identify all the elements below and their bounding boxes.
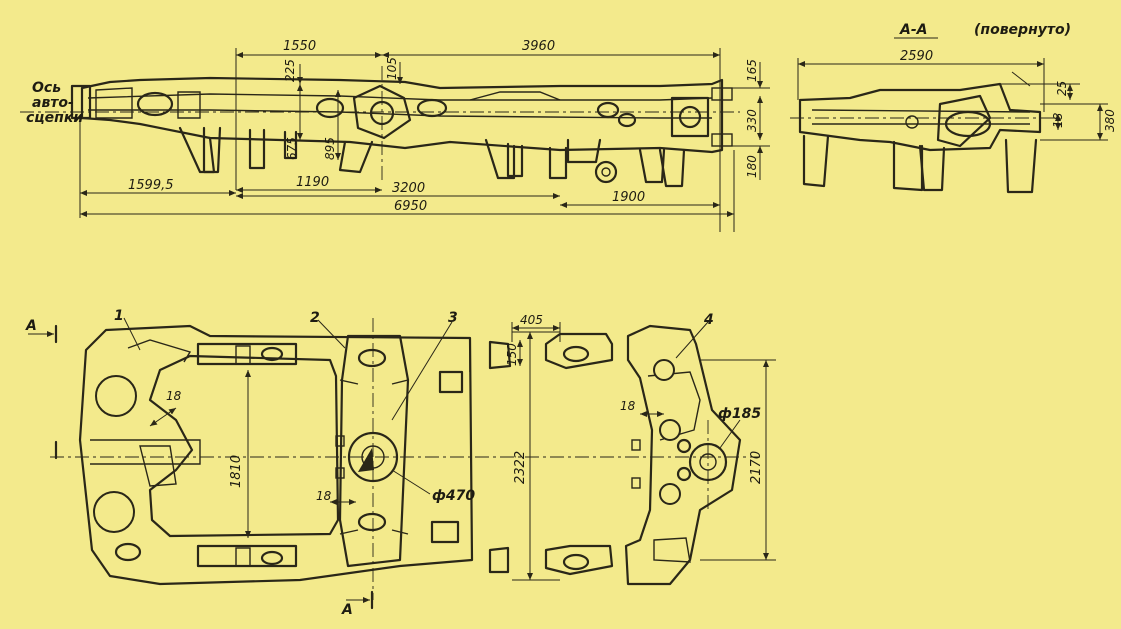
section-note: (повернуто): [974, 22, 1071, 38]
callout-4: 4: [703, 312, 714, 328]
dim-105: 105: [385, 57, 399, 80]
axle-label-line3: сцепки: [26, 110, 83, 126]
dim-330: 330: [745, 109, 759, 132]
section-view-a-a: А-А (повернуто) 2590 25 18 380: [790, 22, 1117, 194]
dim-165: 165: [745, 59, 759, 82]
dim-225: 225: [283, 59, 297, 82]
section-mark-top: А: [25, 318, 37, 334]
dim-3960: 3960: [522, 39, 555, 54]
dim-18-section: 18: [1051, 112, 1065, 128]
callout-1: 1: [114, 308, 124, 324]
dim-18-left: 18: [166, 389, 182, 403]
dim-3200: 3200: [392, 181, 425, 196]
dim-1810: 1810: [229, 455, 244, 488]
section-mark-bottom: А: [341, 602, 353, 618]
axle-label-line2: авто-: [32, 95, 74, 111]
dim-1190: 1190: [296, 175, 329, 190]
axle-label-line1: Ось: [32, 80, 61, 96]
dim-phi185: ф185: [718, 406, 761, 422]
dim-18-center: 18: [316, 489, 332, 503]
dim-2322: 2322: [513, 451, 528, 484]
dim-2170: 2170: [749, 451, 764, 484]
dim-6950: 6950: [394, 199, 427, 214]
section-title: А-А: [899, 22, 927, 38]
dim-18-right: 18: [620, 399, 636, 413]
side-view: 1550 3960 225 105 165 330 180 675 895 11…: [20, 39, 770, 232]
dim-phi470: ф470: [432, 488, 475, 504]
dim-405: 405: [520, 313, 543, 327]
dim-895: 895: [323, 137, 337, 160]
plan-view: А А 1 2 3 4 18 18 18 1810 2322 2170 405: [25, 308, 776, 618]
dim-180: 180: [745, 155, 759, 178]
dim-1900: 1900: [612, 190, 645, 205]
dim-1550: 1550: [283, 39, 316, 54]
dim-1599: 1599,5: [128, 178, 174, 193]
dim-150: 150: [505, 343, 519, 366]
dim-675: 675: [285, 137, 299, 160]
callout-2: 2: [310, 310, 320, 326]
dim-25: 25: [1055, 81, 1069, 96]
dim-380: 380: [1103, 109, 1117, 132]
callout-3: 3: [448, 310, 458, 326]
dim-2590: 2590: [900, 49, 933, 64]
